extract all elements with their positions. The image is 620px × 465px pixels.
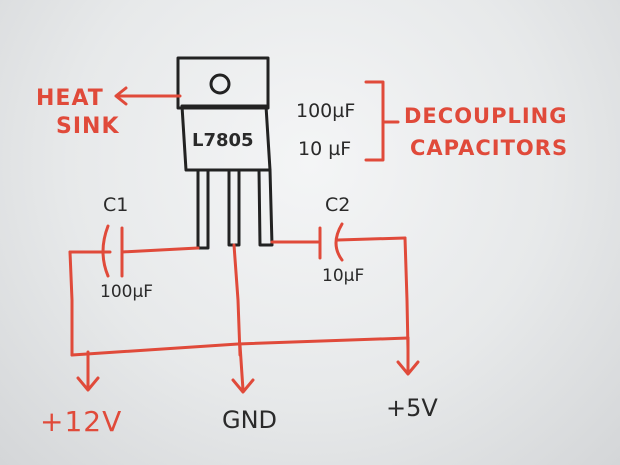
regulator-pin-3 xyxy=(257,168,274,247)
right-rail xyxy=(403,236,410,352)
input-arrow xyxy=(76,350,100,392)
ground-trunk xyxy=(232,243,242,357)
c1-plate-curved xyxy=(101,224,110,278)
c1-right-lead xyxy=(120,246,200,254)
left-rail xyxy=(68,250,74,357)
common-bus xyxy=(70,336,410,357)
heat-sink-label-line2: SINK xyxy=(56,114,120,139)
regulator-pin-1 xyxy=(196,168,210,250)
c2-name-label: C2 xyxy=(325,194,351,216)
c2-plate-curved xyxy=(334,222,344,262)
c2-value-label: 10µF xyxy=(322,266,365,286)
heat-sink-tab xyxy=(176,56,270,110)
output-terminal-label: +5V xyxy=(386,394,438,422)
heat-sink-label-line1: HEAT xyxy=(36,86,104,111)
legend-value-1: 100µF xyxy=(296,100,356,122)
legend-value-2: 10 µF xyxy=(298,138,352,160)
c1-name-label: C1 xyxy=(103,194,129,216)
c2-right-lead xyxy=(336,236,407,242)
mounting-hole xyxy=(209,73,231,95)
input-terminal-label: +12V xyxy=(40,405,123,438)
decoupling-label-line1: DECOUPLING xyxy=(404,104,568,128)
output-arrow xyxy=(396,336,420,376)
ground-terminal-label: GND xyxy=(222,406,278,434)
decoupling-bracket xyxy=(364,80,385,162)
regulator-part-label: L7805 xyxy=(192,130,254,151)
wiring xyxy=(68,80,420,394)
decoupling-label-line2: CAPACITORS xyxy=(410,136,569,160)
heat-sink-arrow xyxy=(114,86,182,106)
c1-value-label: 100µF xyxy=(100,282,154,302)
ground-arrow xyxy=(231,343,255,394)
regulator-pin-2 xyxy=(227,168,241,247)
regulator-7805 xyxy=(176,56,274,250)
